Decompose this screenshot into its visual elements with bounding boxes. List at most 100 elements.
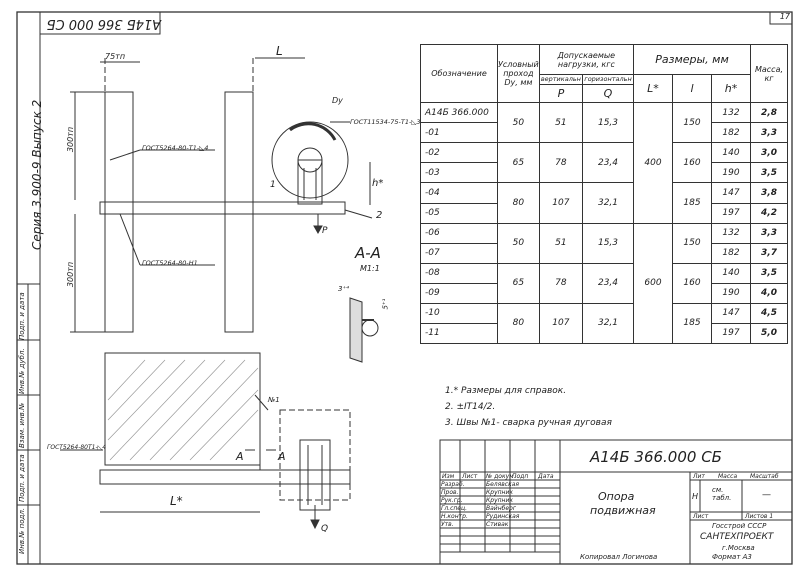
top-view xyxy=(70,57,373,333)
strip-label-3: Инв.№ дубл. xyxy=(18,348,26,394)
cell-designation: -04 xyxy=(420,182,498,204)
th-sizes: Размеры, мм xyxy=(633,43,751,76)
sheet-number: 17 xyxy=(779,12,790,21)
cell-dn: 65 xyxy=(497,142,540,184)
dim-300-bottom: 300тп xyxy=(66,261,76,288)
pipe-outline xyxy=(271,121,349,199)
cell-p: 51 xyxy=(538,222,584,264)
tb-role: Разраб. xyxy=(441,481,465,488)
dim-h: h* xyxy=(372,178,384,189)
tb-copied: Копировал Логинова xyxy=(580,553,658,561)
tb-person: Рудинская xyxy=(486,513,520,520)
cell-h: 182 xyxy=(711,122,751,144)
tb-sheets: Листов 1 xyxy=(745,513,774,520)
force-P: P xyxy=(322,226,328,236)
cell-designation: -07 xyxy=(420,242,498,264)
cell-mass: 5,0 xyxy=(750,322,788,345)
th-L: L* xyxy=(633,74,673,104)
tb-scale-val: — xyxy=(762,490,771,500)
section-mark-left: А xyxy=(236,450,244,463)
cell-q: 32,1 xyxy=(582,302,634,345)
tb-mass: Масса xyxy=(718,473,738,480)
strip-label-2: Взам. инв.№ xyxy=(18,402,26,448)
cell-designation: -09 xyxy=(420,282,498,304)
cell-p: 78 xyxy=(538,142,584,184)
cell-q: 15,3 xyxy=(582,222,634,264)
cell-l: 150 xyxy=(672,102,712,144)
cell-h: 190 xyxy=(711,162,751,184)
note-2: 2. ±IT14/2. xyxy=(445,402,496,412)
cell-designation: -10 xyxy=(420,302,498,324)
cell-mass: 3,3 xyxy=(750,122,788,144)
section-mark-right: А xyxy=(278,450,286,463)
cell-mass: 3,8 xyxy=(750,182,788,204)
cell-h: 132 xyxy=(711,222,751,244)
tb-letter: Н xyxy=(692,492,699,501)
bottom-bar xyxy=(99,469,351,485)
dim-L: L xyxy=(276,44,283,58)
force-Q: Q xyxy=(321,524,329,534)
tb-col-podp: Подп xyxy=(512,473,529,480)
cell-h: 197 xyxy=(711,322,751,345)
strip-label-1: Подп. и дата xyxy=(18,454,26,502)
tb-lit: Лит xyxy=(693,473,705,480)
spec-table: Обозначение Условный проход Dу, мм Допус… xyxy=(420,43,788,345)
dim-300-top: 300тп xyxy=(66,126,76,153)
th-designation: Обозначение xyxy=(420,43,498,104)
dim-L-bottom: L* xyxy=(170,494,183,508)
tb-org2: САНТЕХПРОЕКТ xyxy=(700,532,774,542)
cell-p: 107 xyxy=(538,182,584,224)
cell-mass: 3,0 xyxy=(750,142,788,164)
cell-p: 78 xyxy=(538,262,584,304)
tb-col-izm: Изм xyxy=(442,473,455,480)
left-support xyxy=(104,91,134,333)
th-P: P xyxy=(538,84,584,104)
th-Q: Q xyxy=(582,84,634,104)
cell-p: 107 xyxy=(538,302,584,345)
cell-q: 23,4 xyxy=(582,262,634,304)
th-h: h* xyxy=(711,74,751,104)
cell-designation: А14Б 366.000 xyxy=(420,102,498,124)
cell-l: 185 xyxy=(672,302,712,345)
cell-designation: -06 xyxy=(420,222,498,244)
cell-p: 51 xyxy=(538,102,584,144)
cell-l: 185 xyxy=(672,182,712,224)
cell-h: 140 xyxy=(711,262,751,284)
saddle xyxy=(297,159,323,205)
cell-mass: 3,5 xyxy=(750,162,788,184)
cell-designation: -08 xyxy=(420,262,498,284)
right-support xyxy=(224,91,254,333)
tb-person: Крупник xyxy=(486,489,513,496)
cell-designation: -05 xyxy=(420,202,498,224)
cell-l: 160 xyxy=(672,142,712,184)
tb-person: Стивак xyxy=(486,521,509,528)
tb-role: Утв. xyxy=(441,521,454,528)
section-dim-5: 5⁺¹ xyxy=(381,298,390,310)
dim-75: 75тп xyxy=(105,52,126,61)
tb-person: Белявская xyxy=(486,481,519,488)
tb-format: Формат А3 xyxy=(712,553,752,561)
cell-dn: 65 xyxy=(497,262,540,304)
cell-designation: -11 xyxy=(420,322,498,345)
tb-role: Гл.спец. xyxy=(441,505,467,512)
tb-person: Вайнберг xyxy=(486,505,516,512)
cell-h: 140 xyxy=(711,142,751,164)
cell-h: 190 xyxy=(711,282,751,304)
cell-L: 400 xyxy=(633,102,673,224)
tb-mass-val: см. табл. xyxy=(712,486,732,502)
cell-mass: 2,8 xyxy=(750,102,788,124)
strip-label-0: Инв.№ подл. xyxy=(18,507,26,554)
cell-q: 32,1 xyxy=(582,182,634,224)
cell-dn: 80 xyxy=(497,182,540,224)
left-strip-grid xyxy=(16,283,41,565)
cell-mass: 4,0 xyxy=(750,282,788,304)
